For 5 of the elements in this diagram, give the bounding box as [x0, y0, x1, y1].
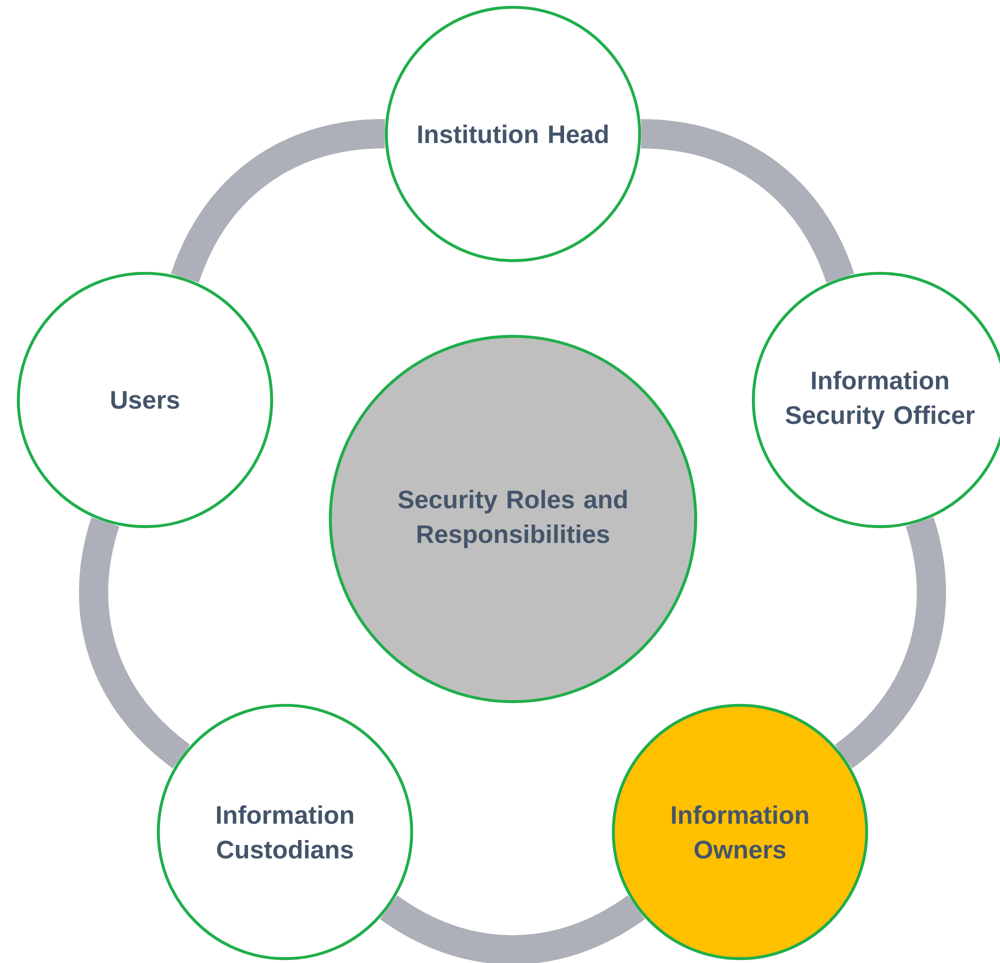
ring-segment	[380, 895, 644, 963]
ring-segment	[640, 119, 854, 284]
ring-segment	[79, 518, 191, 768]
ring-segment	[171, 119, 386, 284]
ring-segment	[834, 518, 946, 768]
